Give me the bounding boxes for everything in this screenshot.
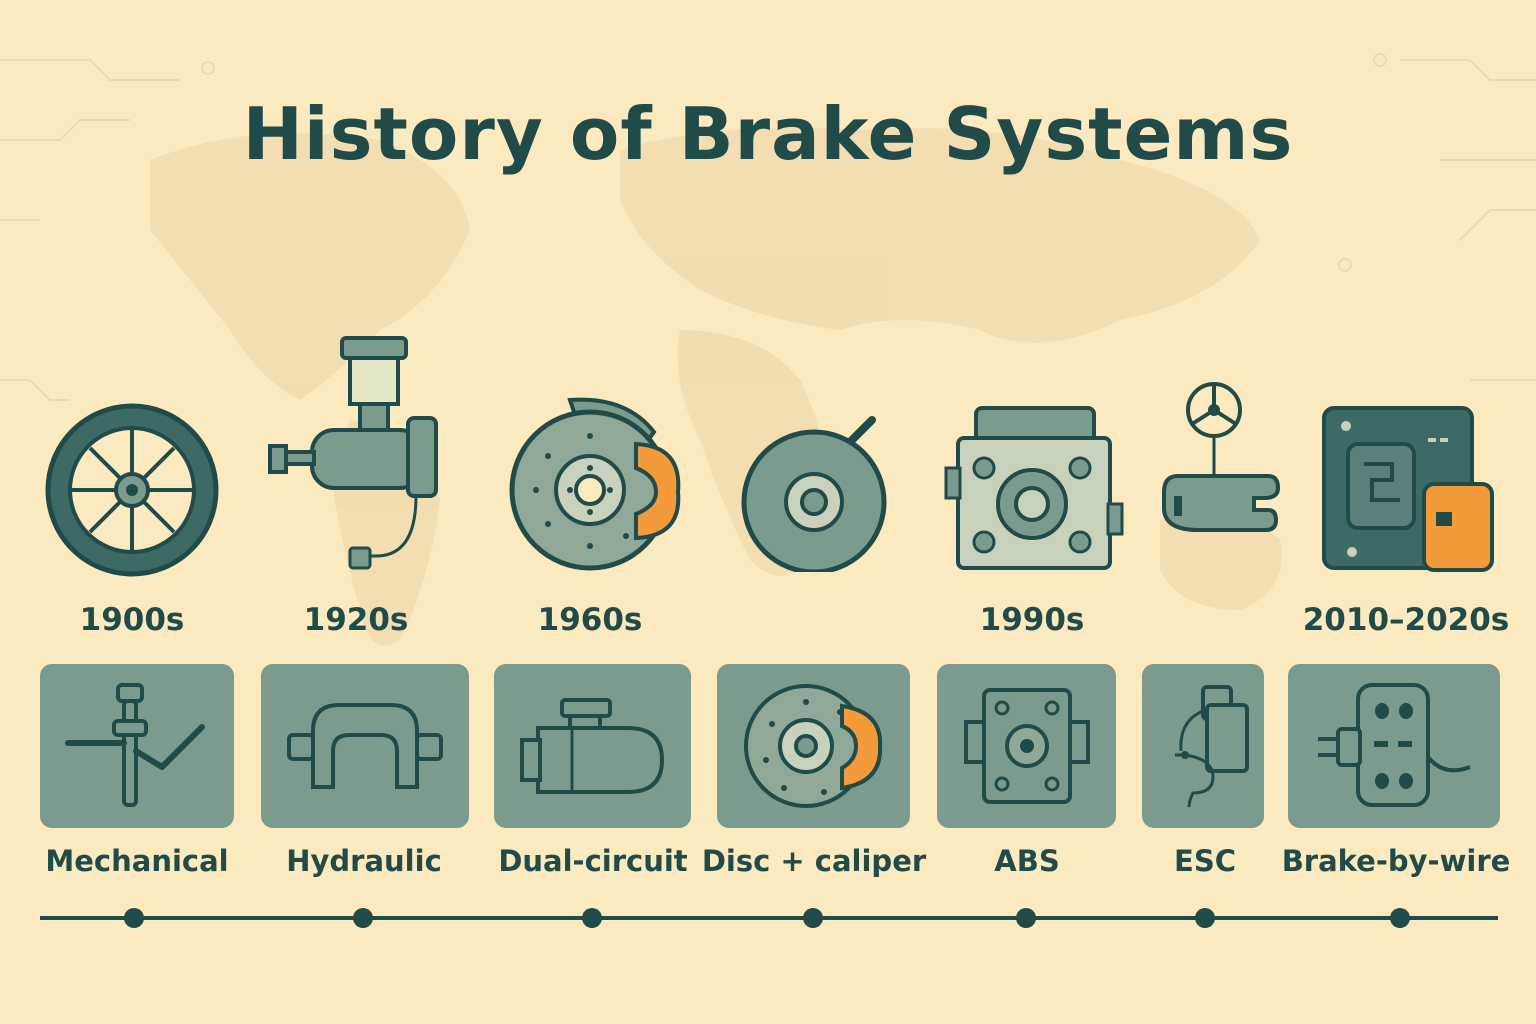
tile-mechanical — [40, 664, 234, 828]
disc-caliper-icon — [743, 684, 882, 808]
milestone-label: Disc + caliper — [701, 844, 927, 878]
year-label: 2010–2020s — [1302, 602, 1510, 638]
abs-block-icon — [963, 688, 1090, 804]
year-label: 1920s — [303, 602, 409, 638]
brake-drum-icon — [741, 416, 887, 572]
disc-rotor-caliper-icon — [509, 397, 681, 571]
spoked-wheel-icon — [45, 403, 219, 577]
timeline-dot — [353, 908, 373, 928]
year-label: 1960s — [537, 602, 643, 638]
timeline-dot — [1390, 908, 1410, 928]
timeline-dot — [124, 908, 144, 928]
abs-module-icon — [944, 406, 1124, 570]
timeline-dot — [803, 908, 823, 928]
hydraulic-cylinder-icon — [287, 703, 443, 789]
dual-master-cylinder-icon — [519, 698, 664, 794]
year-label: 1990s — [979, 602, 1085, 638]
milestone-label: Mechanical — [45, 844, 229, 878]
electronic-control-unit-icon — [1322, 406, 1494, 572]
milestone-label: Brake-by-wire — [1281, 844, 1511, 878]
esc-unit-icon — [1175, 685, 1249, 808]
actuator-module-icon — [1318, 683, 1471, 807]
timeline-dot — [1016, 908, 1036, 928]
milestone-label: ABS — [994, 844, 1060, 878]
lever-linkage-icon — [65, 683, 205, 807]
tile-disc-caliper — [717, 664, 910, 828]
steering-sensor-icon — [1162, 382, 1281, 532]
tile-abs — [937, 664, 1116, 828]
milestone-label: Hydraulic — [286, 844, 442, 878]
year-label: 1900s — [79, 602, 185, 638]
milestone-label: ESC — [1174, 844, 1236, 878]
tile-brake-by-wire — [1288, 664, 1500, 828]
tile-esc — [1142, 664, 1264, 828]
tile-dual-circuit — [494, 664, 691, 828]
page-title: History of Brake Systems — [242, 92, 1294, 176]
master-cylinder-icon — [268, 336, 438, 570]
timeline-dot — [1195, 908, 1215, 928]
milestone-label: Dual-circuit — [498, 844, 688, 878]
tile-hydraulic — [261, 664, 469, 828]
timeline-dot — [582, 908, 602, 928]
